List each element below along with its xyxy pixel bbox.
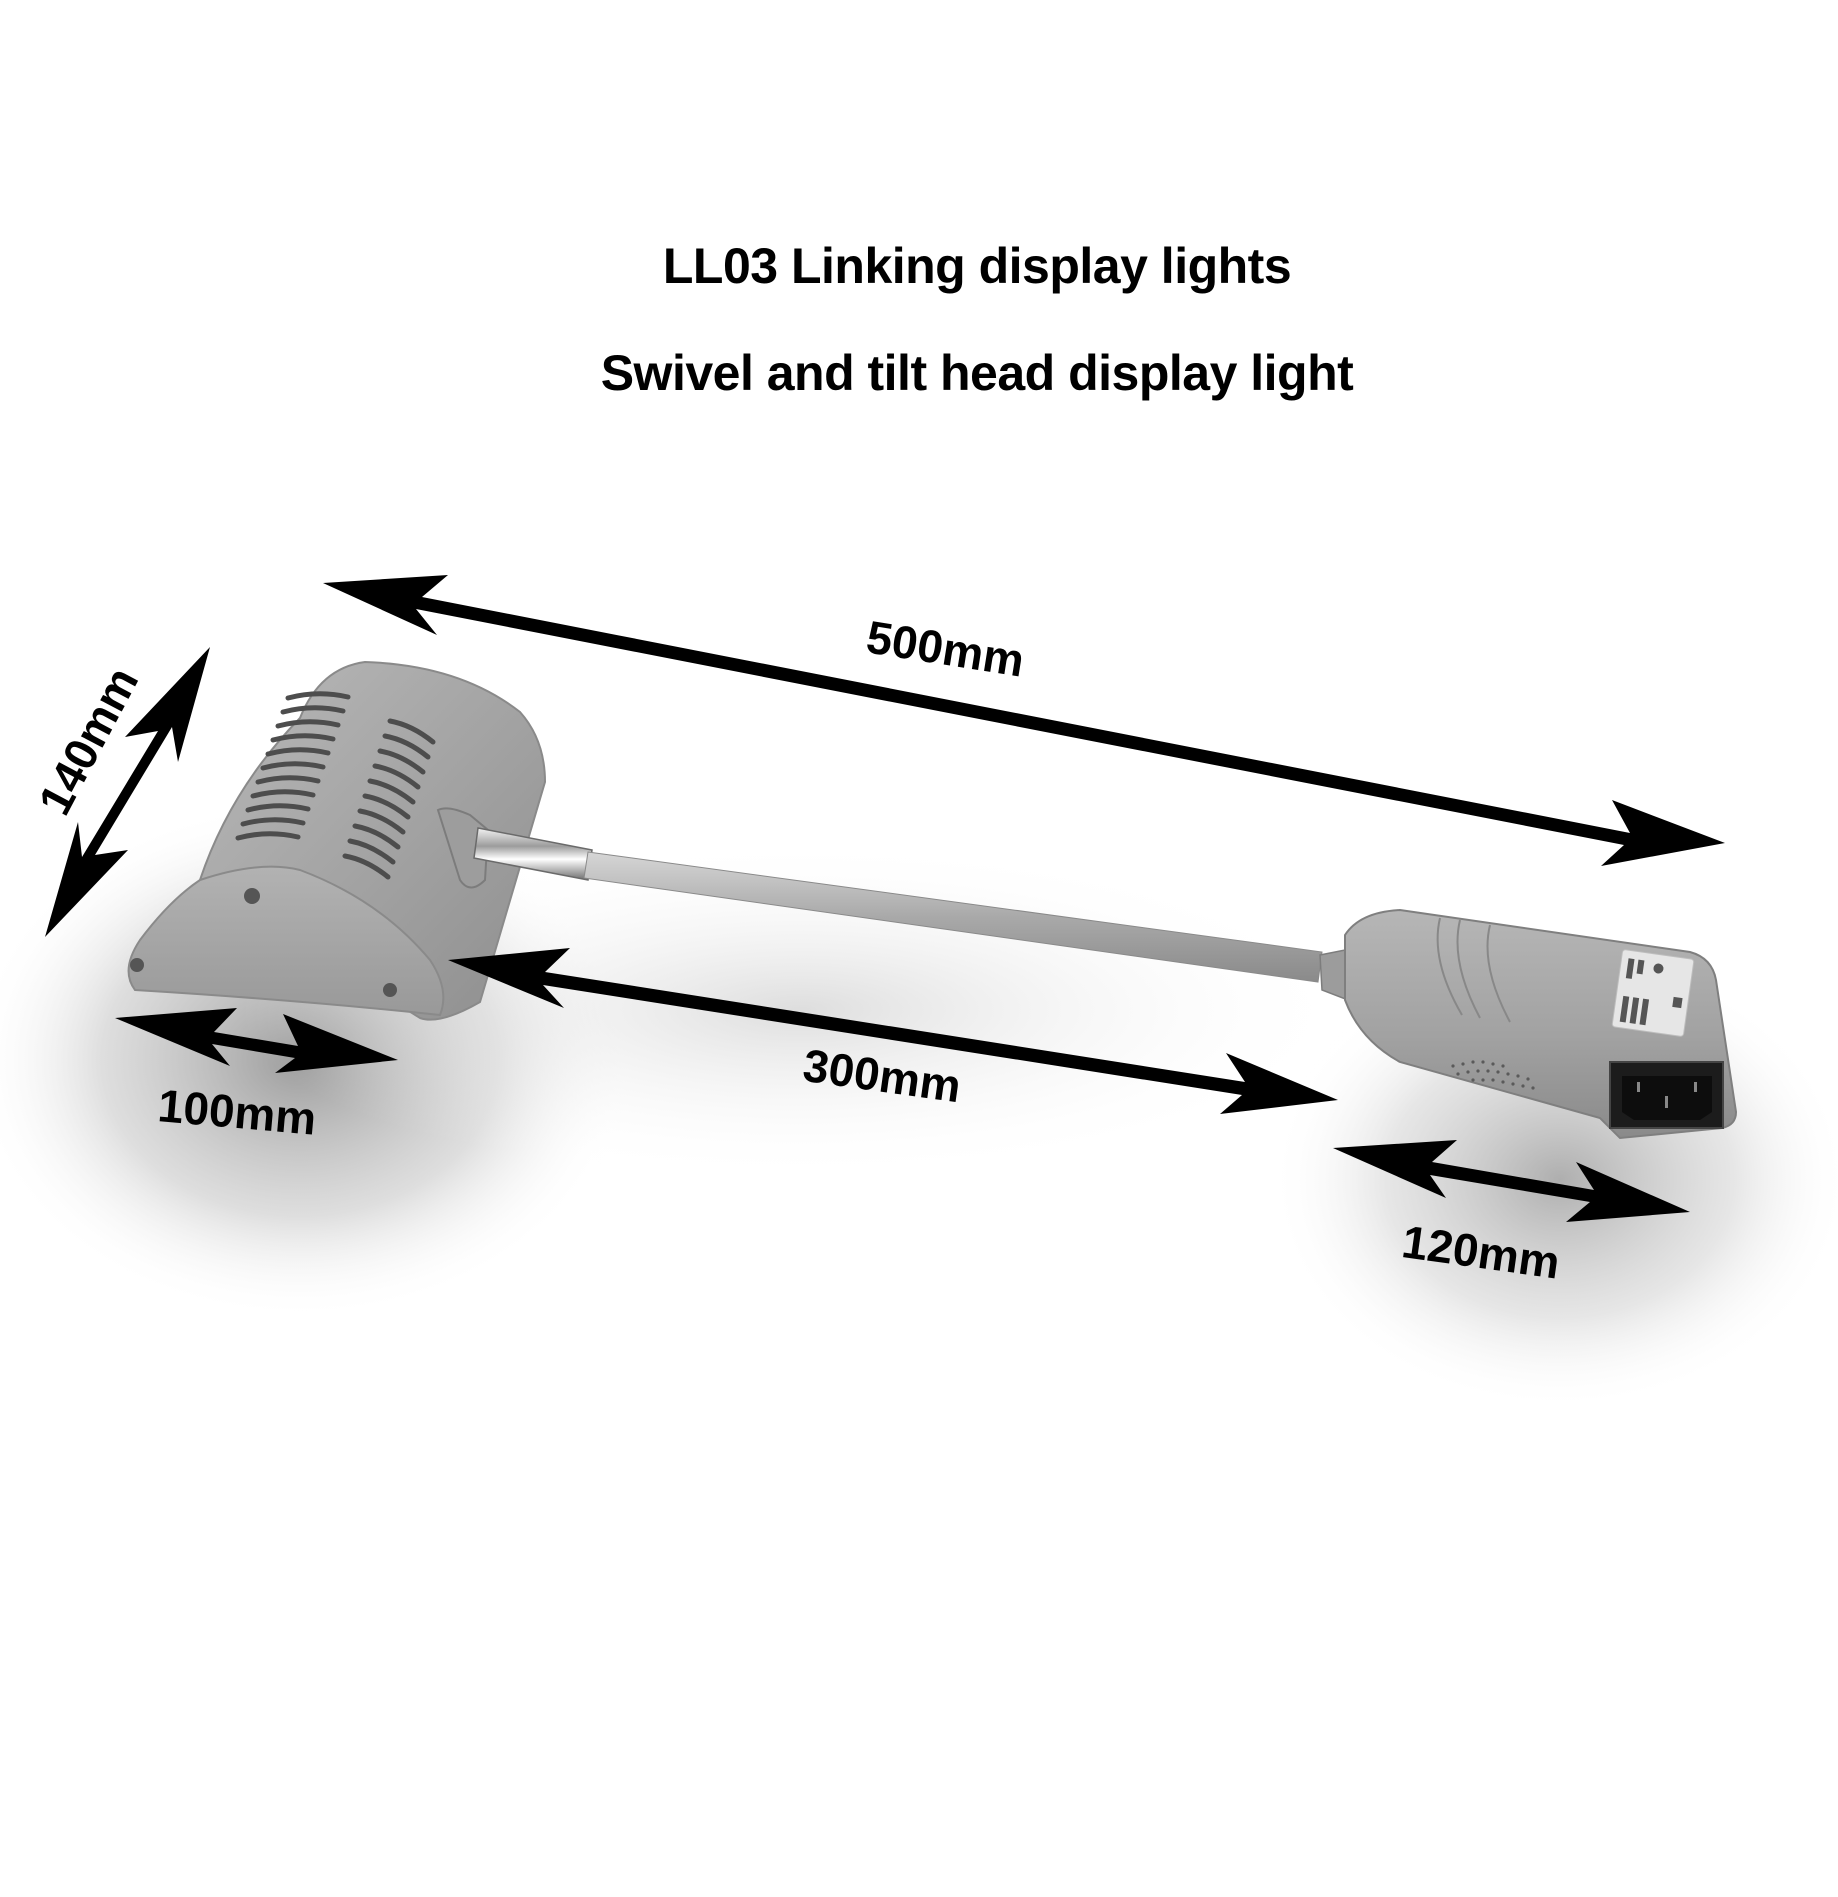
dim-label-500: 500mm — [863, 611, 1028, 687]
dimension-120mm: 120mm — [1333, 1140, 1690, 1289]
dim-label-140: 140mm — [28, 659, 148, 823]
driver-box — [1319, 908, 1738, 1140]
spec-label — [1611, 949, 1695, 1037]
lamp-head — [127, 660, 547, 1021]
screw-hole — [130, 958, 144, 972]
screw-hole — [383, 983, 397, 997]
arm-rod — [583, 851, 1323, 983]
product-title: LL03 Linking display lights — [662, 238, 1292, 294]
product-subtitle: Swivel and tilt head display light — [600, 345, 1354, 401]
vent-slots — [235, 691, 436, 880]
chrome-collar — [473, 827, 593, 881]
screw-hole — [244, 888, 260, 904]
vent-dots — [1451, 1060, 1535, 1090]
